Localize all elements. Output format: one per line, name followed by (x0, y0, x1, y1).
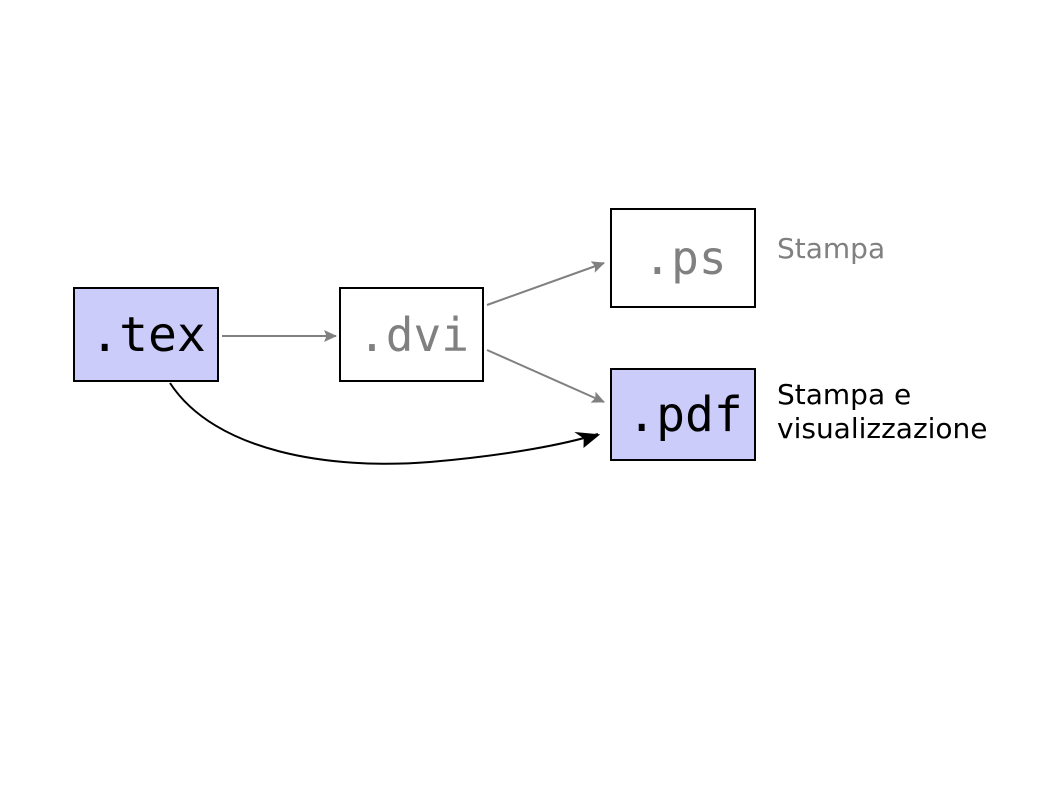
node-dvi[interactable]: .dvi (339, 287, 484, 382)
node-dvi-label: .dvi (358, 307, 469, 362)
node-ps[interactable]: .ps (610, 208, 756, 308)
node-tex[interactable]: .tex (73, 287, 219, 382)
caption-pdf: Stampa e visualizzazione (777, 378, 988, 446)
node-pdf[interactable]: .pdf (610, 368, 756, 461)
node-tex-label: .tex (90, 306, 206, 363)
edge-tex-to-pdf (169, 382, 601, 465)
caption-ps: Stampa (777, 232, 886, 265)
node-ps-label: .ps (643, 231, 727, 285)
node-pdf-label: .pdf (627, 386, 743, 443)
edge-dvi-to-ps (486, 261, 605, 306)
edge-dvi-to-pdf (486, 349, 605, 403)
